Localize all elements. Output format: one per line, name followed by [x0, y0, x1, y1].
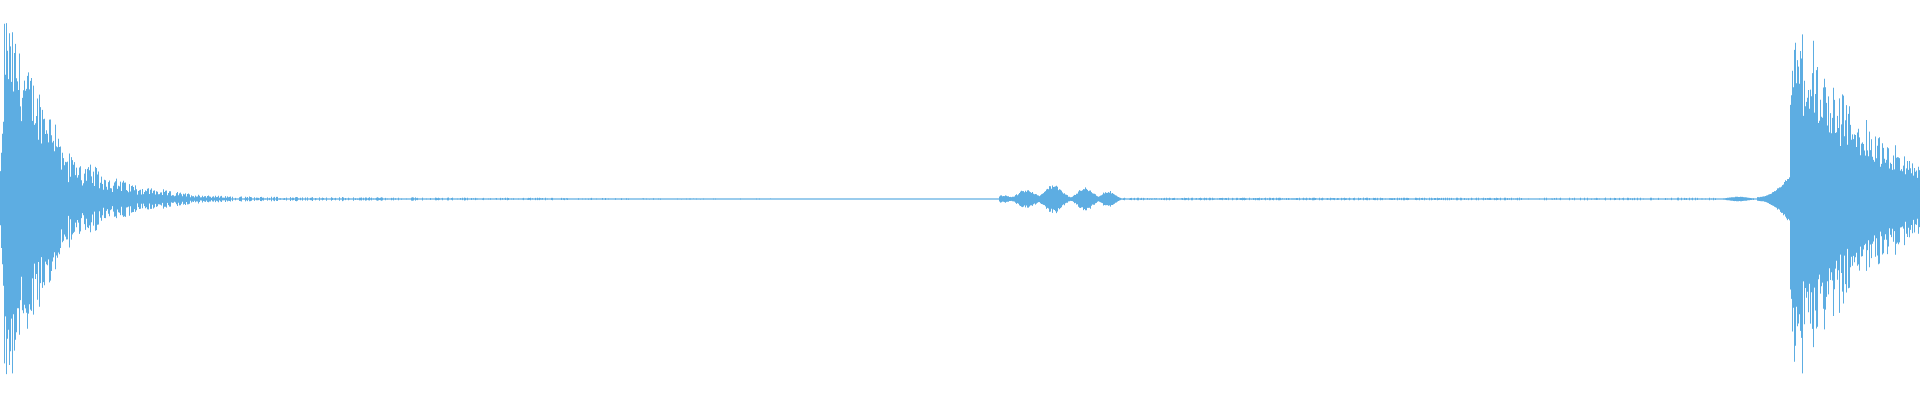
waveform-samples: [0, 23, 1920, 375]
